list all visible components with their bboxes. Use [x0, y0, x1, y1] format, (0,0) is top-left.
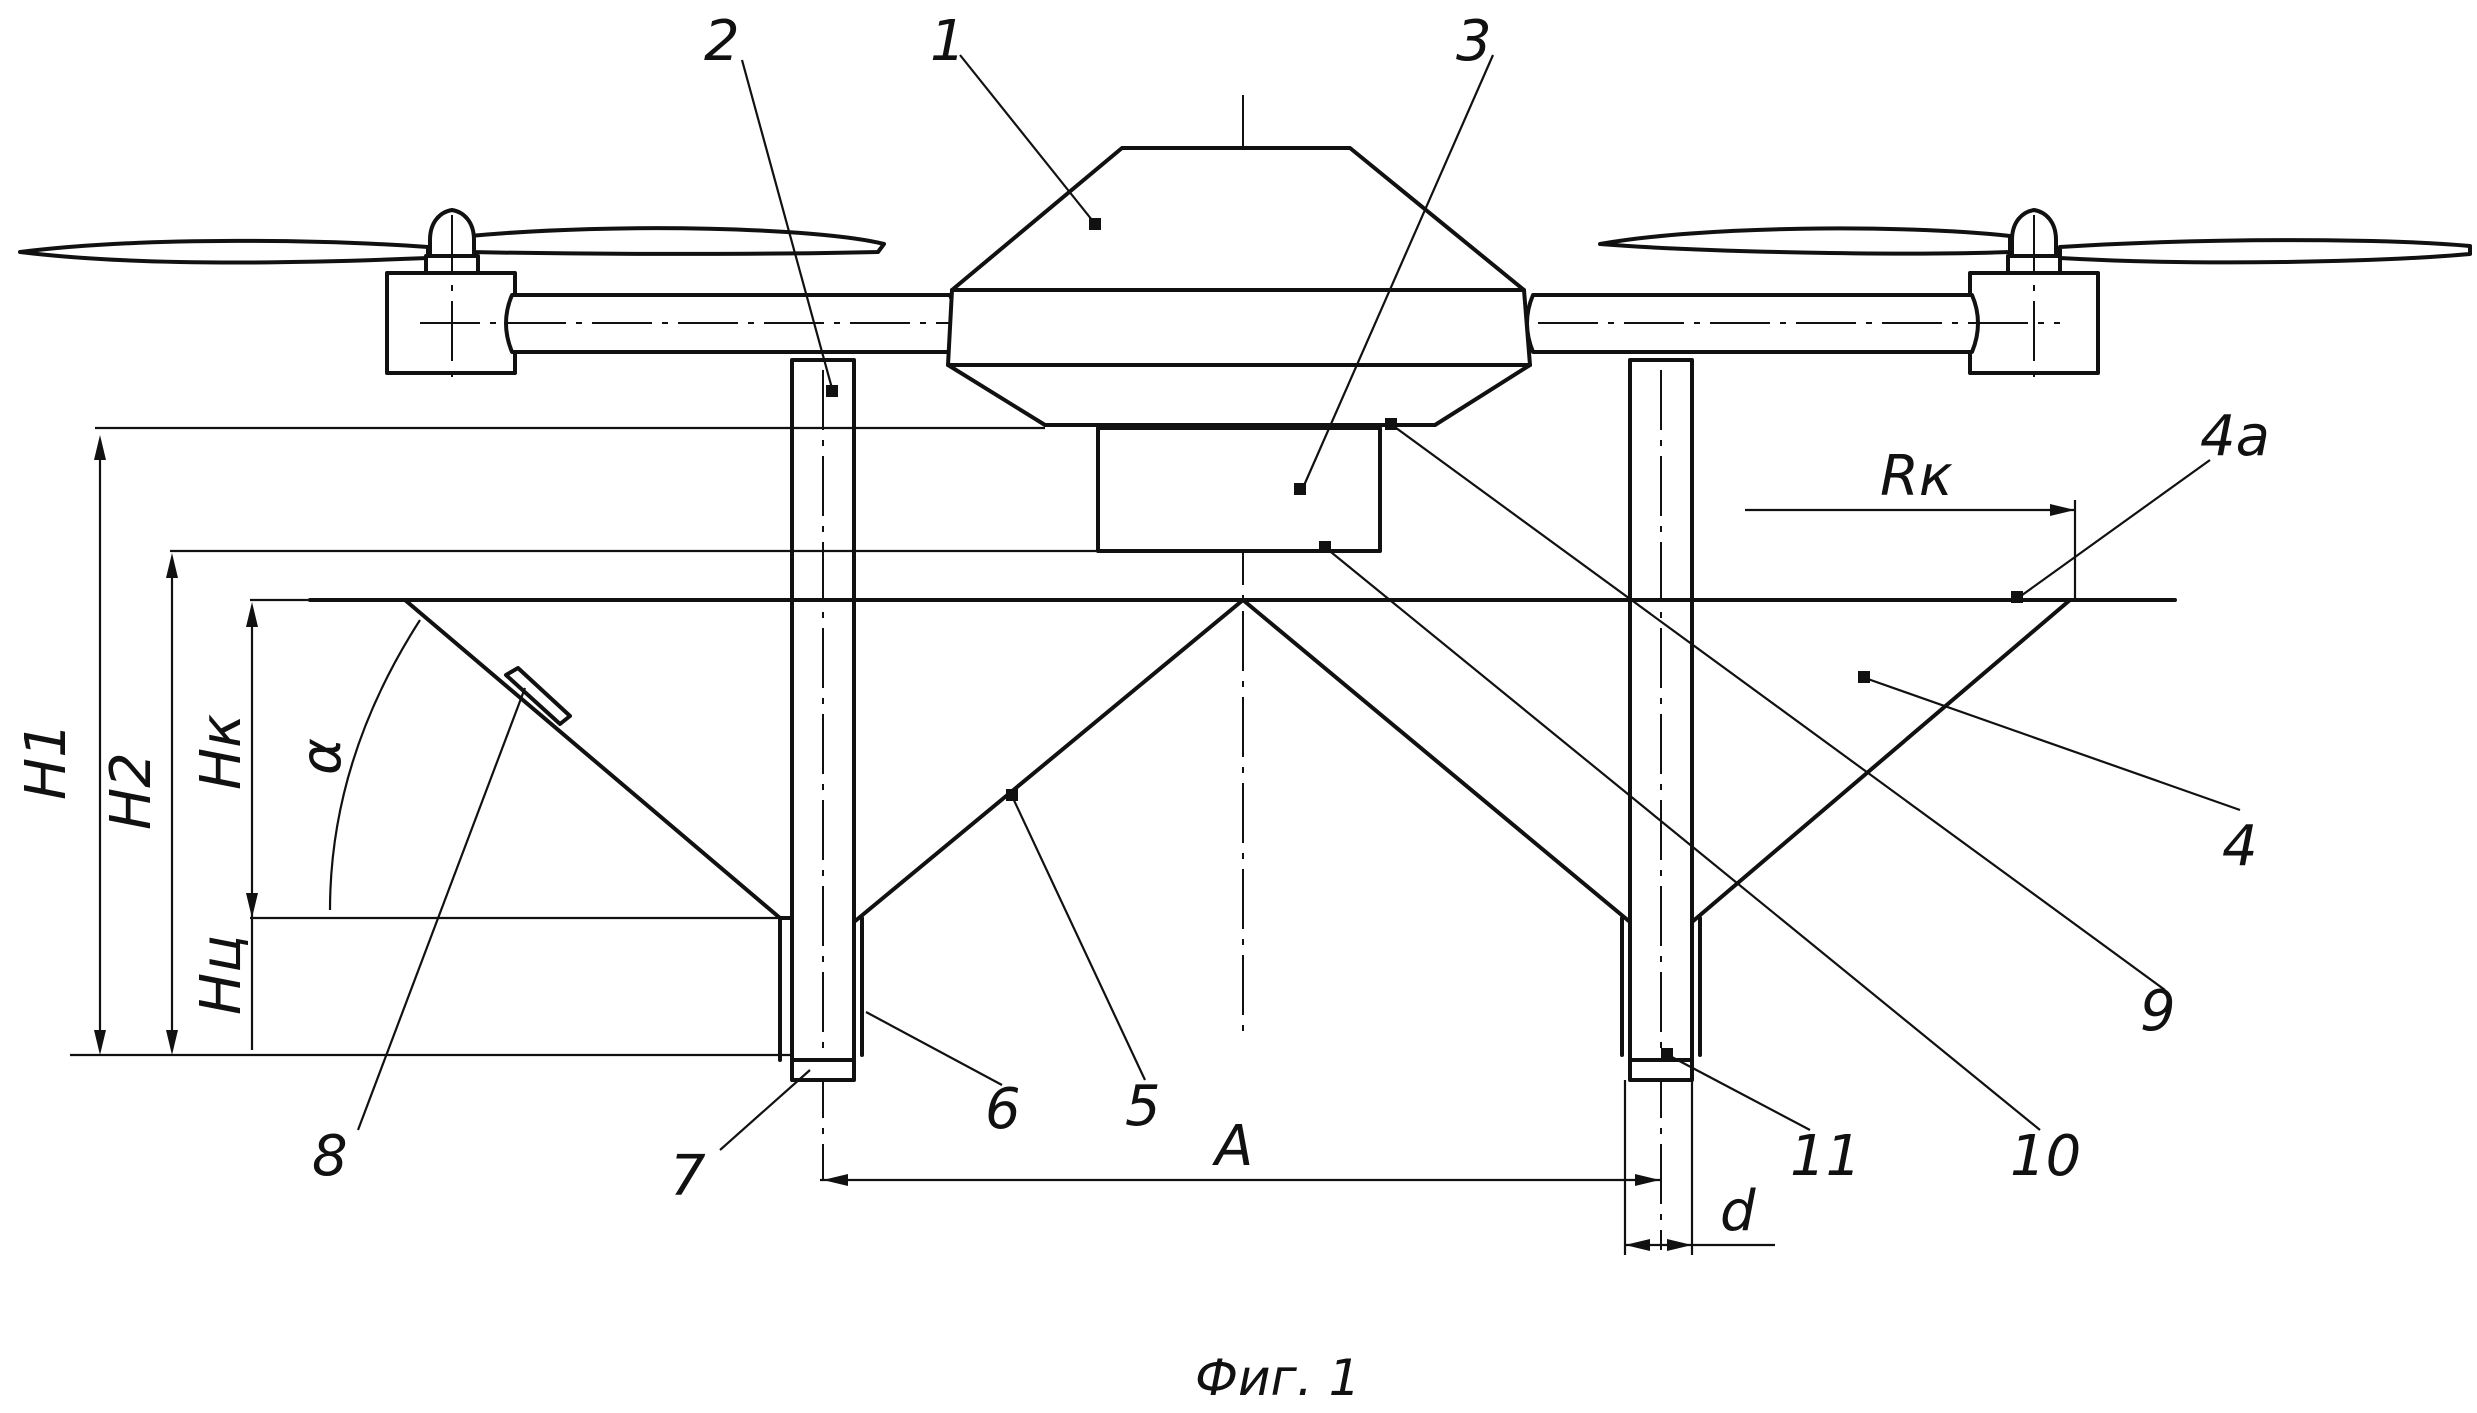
label-dim-h2: H2 [99, 752, 164, 830]
label-part-6: 6 [985, 1077, 1021, 1142]
label-dim-rk: Rк [1880, 444, 1953, 509]
leader-dots [826, 218, 2023, 1060]
payload-block [1096, 426, 1382, 553]
label-dim-hk: Hк [189, 714, 254, 790]
label-part-2: 2 [704, 9, 740, 74]
label-part-4: 4 [2222, 814, 2258, 879]
cone-right [1690, 598, 2072, 924]
label-dim-alpha: α [289, 738, 354, 775]
label-part-9: 9 [2140, 979, 2176, 1044]
central-body [946, 146, 1532, 427]
label-dim-d: d [1720, 1179, 1756, 1244]
label-part-11: 11 [1790, 1124, 1861, 1189]
label-dim-hc: Hц [189, 935, 254, 1015]
figure-caption: Фиг. 1 [1195, 1349, 1360, 1407]
label-part-10: 10 [2010, 1124, 2081, 1189]
label-part-4a: 4а [2200, 404, 2270, 469]
sensor [504, 666, 572, 726]
label-part-8: 8 [312, 1124, 348, 1189]
label-part-3: 3 [1456, 9, 1492, 74]
dimension-lines [70, 426, 2077, 1255]
cone-profile [403, 598, 794, 920]
propeller-left [18, 208, 886, 276]
label-part-5: 5 [1125, 1074, 1161, 1139]
label-dim-h1: H1 [14, 722, 79, 800]
label-dim-a: A [1212, 1114, 1253, 1179]
label-part-1: 1 [930, 9, 966, 74]
leader-lines [356, 54, 2241, 1151]
label-part-7: 7 [670, 1144, 706, 1209]
